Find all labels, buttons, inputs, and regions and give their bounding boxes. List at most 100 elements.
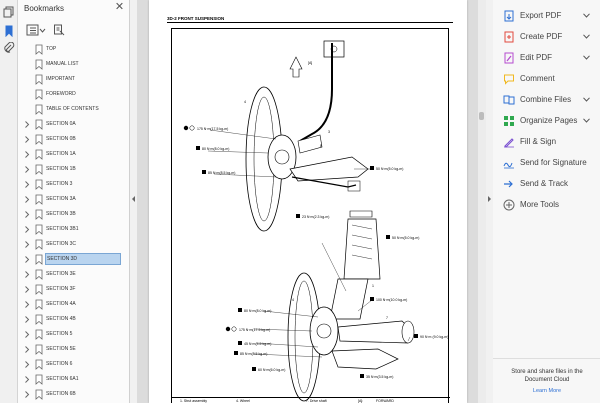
bookmark-label: MANUAL LIST [46, 61, 79, 67]
tool-fill-sign[interactable]: Fill & Sign [493, 134, 600, 150]
send-track-icon [504, 180, 513, 188]
bookmark-item[interactable]: SECTION 5 [18, 327, 122, 342]
svg-text:175 N·m(17.5 kg-m): 175 N·m(17.5 kg-m) [197, 127, 228, 131]
bookmark-icon [35, 299, 43, 310]
callout-label: 4 [292, 298, 294, 302]
bookmark-label: FOREWORD [46, 91, 76, 97]
bookmark-icon [35, 239, 43, 250]
attachment-icon[interactable] [3, 42, 15, 54]
collapse-right-icon[interactable] [486, 195, 493, 203]
bookmark-icon [35, 314, 43, 325]
callout-label: 1 [372, 284, 374, 288]
tool-create-pdf[interactable]: Create PDF [493, 29, 600, 45]
svg-text:50 N·m(5.0 kg-m): 50 N·m(5.0 kg-m) [392, 236, 419, 240]
chevron-right-icon[interactable] [23, 375, 31, 384]
chevron-right-icon[interactable] [23, 180, 31, 189]
bookmark-item[interactable]: SECTION 6A1 [18, 372, 122, 387]
bookmark-item[interactable]: SECTION 3A [18, 192, 122, 207]
chevron-right-icon[interactable] [23, 210, 31, 219]
bookmark-options-icon[interactable] [26, 24, 46, 36]
tool-comment[interactable]: Comment [493, 71, 600, 87]
bookmark-item[interactable]: IMPORTANT [18, 72, 122, 87]
chevron-right-icon[interactable] [23, 270, 31, 279]
chevron-down-icon[interactable] [583, 97, 590, 102]
bookmark-item[interactable]: SECTION 6B [18, 387, 122, 402]
close-icon[interactable]: ✕ [114, 1, 125, 13]
document-scrollbar[interactable] [478, 0, 486, 403]
bookmark-item[interactable]: SECTION 3F [18, 282, 122, 297]
tool-label: Send for Signature [520, 158, 587, 167]
torque-badge: 50 N·m(5.0 kg-m) [386, 235, 419, 240]
chevron-right-icon[interactable] [23, 150, 31, 159]
bookmark-item[interactable]: MANUAL LIST [18, 57, 122, 72]
forward-arrow-icon [289, 56, 303, 78]
chevron-right-icon[interactable] [23, 135, 31, 144]
chevron-right-icon[interactable] [23, 240, 31, 249]
chevron-right-icon[interactable] [23, 255, 31, 264]
cloud-promo-text: Store and share files in the Document Cl… [511, 369, 583, 383]
chevron-right-icon[interactable] [23, 315, 31, 324]
navigation-strip [0, 0, 18, 403]
bookmark-item[interactable]: SECTION 3C [18, 237, 122, 252]
chevron-right-icon[interactable] [23, 360, 31, 369]
bookmark-icon[interactable] [3, 25, 15, 37]
svg-text:85 N·m(8.5 kg-m): 85 N·m(8.5 kg-m) [208, 171, 235, 175]
bookmark-item[interactable]: SECTION 0A [18, 117, 122, 132]
bookmark-item[interactable]: SECTION 3E [18, 267, 122, 282]
tool-send-signature[interactable]: Send for Signature [493, 155, 600, 171]
bookmark-item[interactable]: SECTION 1A [18, 147, 122, 162]
chevron-right-icon[interactable] [23, 165, 31, 174]
document-view: 3D-2 FRONT SUSPENSION [A] [137, 0, 479, 403]
chevron-down-icon[interactable] [583, 13, 590, 18]
panel-splitter-right[interactable] [486, 0, 493, 403]
bookmark-item[interactable]: TABLE OF CONTENTS [18, 102, 122, 117]
chevron-right-icon[interactable] [23, 285, 31, 294]
tool-label: Edit PDF [520, 53, 553, 62]
learn-more-link[interactable]: Learn More [532, 388, 562, 394]
bookmark-item[interactable]: SECTION 4B [18, 312, 122, 327]
document-cloud-promo: Store and share files in the Document Cl… [493, 358, 600, 403]
torque-badge: 85 N·m(8.5 kg-m) [202, 170, 235, 175]
chevron-right-icon[interactable] [23, 345, 31, 354]
tool-send-track[interactable]: Send & Track [493, 176, 600, 192]
page-thumbnails-icon[interactable] [3, 6, 15, 18]
tool-label: Fill & Sign [520, 137, 557, 146]
new-bookmark-icon[interactable] [53, 24, 65, 36]
tool-combine-files[interactable]: Combine Files [493, 92, 600, 108]
bookmark-item[interactable]: SECTION 3 [18, 177, 122, 192]
document-scroll-thumb[interactable] [479, 112, 484, 120]
tool-edit-pdf[interactable]: Edit PDF [493, 50, 600, 66]
chevron-down-icon[interactable] [583, 118, 590, 123]
bookmark-item[interactable]: TOP [18, 42, 122, 57]
bookmark-item[interactable]: SECTION 3B [18, 207, 122, 222]
tool-export-pdf[interactable]: Export PDF [493, 8, 600, 24]
chevron-right-icon[interactable] [23, 195, 31, 204]
collapse-left-icon[interactable] [130, 195, 137, 203]
chevron-right-icon[interactable] [23, 390, 31, 399]
top-marker: [A] [308, 61, 312, 65]
legend-item: 1. Strut assembly [180, 399, 208, 403]
bookmarks-title: Bookmarks [24, 4, 65, 13]
bookmark-item[interactable]: SECTION 3B1 [18, 222, 122, 237]
chevron-down-icon[interactable] [583, 34, 590, 39]
bookmark-item[interactable]: SECTION 0B [18, 132, 122, 147]
panel-splitter-left[interactable] [130, 0, 137, 403]
chevron-right-icon[interactable] [23, 330, 31, 339]
svg-text:60 N·m(6.0 kg-m): 60 N·m(6.0 kg-m) [258, 368, 285, 372]
chevron-right-icon[interactable] [23, 225, 31, 234]
bookmark-item[interactable]: SECTION 4A [18, 297, 122, 312]
tool-organize-pages[interactable]: Organize Pages [493, 113, 600, 129]
chevron-down-icon[interactable] [583, 55, 590, 60]
bookmark-item[interactable]: SECTION 5E [18, 342, 122, 357]
bookmark-item[interactable]: SECTION 1B [18, 162, 122, 177]
bookmark-item[interactable]: SECTION 6 [18, 357, 122, 372]
tool-label: Export PDF [520, 11, 562, 20]
tool-more-tools[interactable]: More Tools [493, 197, 600, 213]
bookmark-item[interactable]: SECTION 3D [18, 252, 122, 267]
chevron-right-icon[interactable] [23, 300, 31, 309]
legend-item: 4. Wheel [236, 399, 250, 403]
bookmark-item[interactable]: FOREWORD [18, 87, 122, 102]
chevron-right-icon[interactable] [23, 120, 31, 129]
svg-text:100 N·m(10.0 kg-m): 100 N·m(10.0 kg-m) [376, 298, 407, 302]
